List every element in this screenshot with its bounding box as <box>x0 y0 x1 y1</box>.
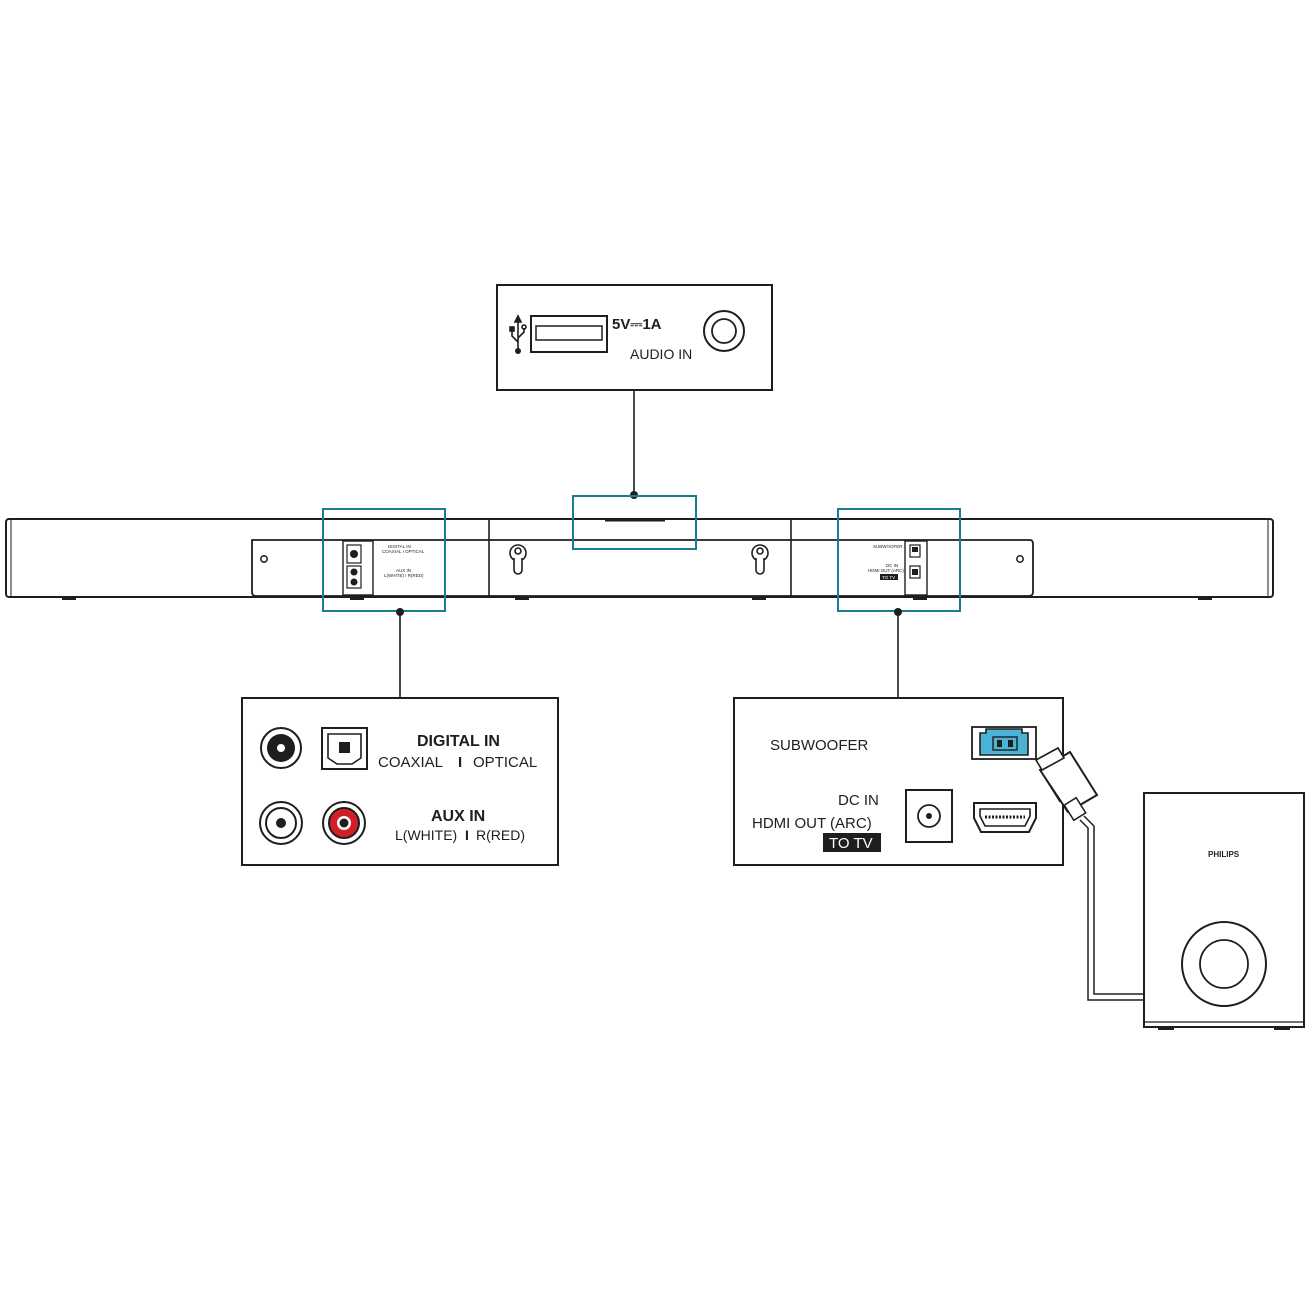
dc-jack-icon[interactable] <box>905 789 953 843</box>
to-tv-badge <box>823 833 881 852</box>
soundbar-aux-sub-label: L(WHITE) I R(RED) <box>384 573 424 578</box>
usb-icon <box>509 314 527 354</box>
screw-right <box>1016 555 1024 563</box>
optical-label: OPTICAL <box>473 754 537 771</box>
rca-red-icon[interactable] <box>322 801 366 845</box>
rca-white-icon[interactable] <box>259 801 303 845</box>
soundbar: DIGITAL IN COAXIAL I OPTICAL AUX IN L(WH… <box>5 495 1274 612</box>
subwoofer-unit: PHILIPS <box>1143 792 1305 1030</box>
soundbar-dc-label: DC IN <box>886 563 898 568</box>
soundbar-aux-label: AUX IN <box>396 568 411 573</box>
coaxial-jack-icon[interactable] <box>260 727 302 769</box>
subwoofer-label: SUBWOOFER <box>770 737 869 754</box>
aux-separator: I <box>465 827 469 843</box>
soundbar-digital-label: DIGITAL IN <box>388 544 411 549</box>
soundbar-digital-sub-label: COAXIAL I OPTICAL <box>382 549 425 554</box>
keyhole-left <box>509 544 527 575</box>
subwoofer-connector-icon[interactable] <box>971 726 1037 760</box>
left-panel: DIGITAL IN COAXIAL I OPTICAL AUX IN L(WH… <box>241 608 559 866</box>
aux-white-label: L(WHITE) <box>395 827 457 843</box>
soundbar-tv-label: TO TV <box>882 575 895 580</box>
hdmi-port-icon[interactable] <box>973 802 1037 833</box>
usb-port-icon[interactable] <box>530 315 608 353</box>
dc-in-label: DC IN <box>838 792 879 809</box>
coaxial-label: COAXIAL <box>378 754 443 771</box>
highlight-left <box>322 508 446 612</box>
subwoofer-plug-icon <box>1034 746 1099 822</box>
right-panel: SUBWOOFER DC IN HDMI OUT (ARC) TO TV <box>733 608 1064 866</box>
aux-in-label: AUX IN <box>431 808 485 825</box>
highlight-top <box>572 495 697 550</box>
aux-red-label: R(RED) <box>476 827 525 843</box>
soundbar-left-ports: DIGITAL IN COAXIAL I OPTICAL AUX IN L(WH… <box>342 540 425 596</box>
soundbar-right-ports: SUBWOOFER DC IN HDMI OUT (ARC) TO TV <box>868 540 928 596</box>
screw-left <box>260 555 268 563</box>
digital-in-label: DIGITAL IN <box>417 733 500 750</box>
optical-port-icon[interactable] <box>321 727 368 770</box>
top-panel: 5V⎓1A AUDIO IN <box>496 284 773 499</box>
hdmi-out-label: HDMI OUT (ARC) <box>752 815 872 832</box>
subwoofer-brand: PHILIPS <box>1208 850 1240 859</box>
soundbar-hdmi-label: HDMI OUT (ARC) <box>868 568 904 573</box>
keyhole-right <box>751 544 769 575</box>
soundbar-sub-label: SUBWOOFER <box>873 544 903 549</box>
audio-jack-icon[interactable] <box>703 310 745 352</box>
usb-rating: 5V⎓1A <box>612 316 662 333</box>
audio-in-label: AUDIO IN <box>630 346 692 362</box>
subwoofer-cable <box>1034 746 1144 1001</box>
woofer-driver-icon <box>1181 921 1267 1007</box>
to-tv-label: TO TV <box>829 835 873 852</box>
digital-separator: I <box>458 754 462 771</box>
